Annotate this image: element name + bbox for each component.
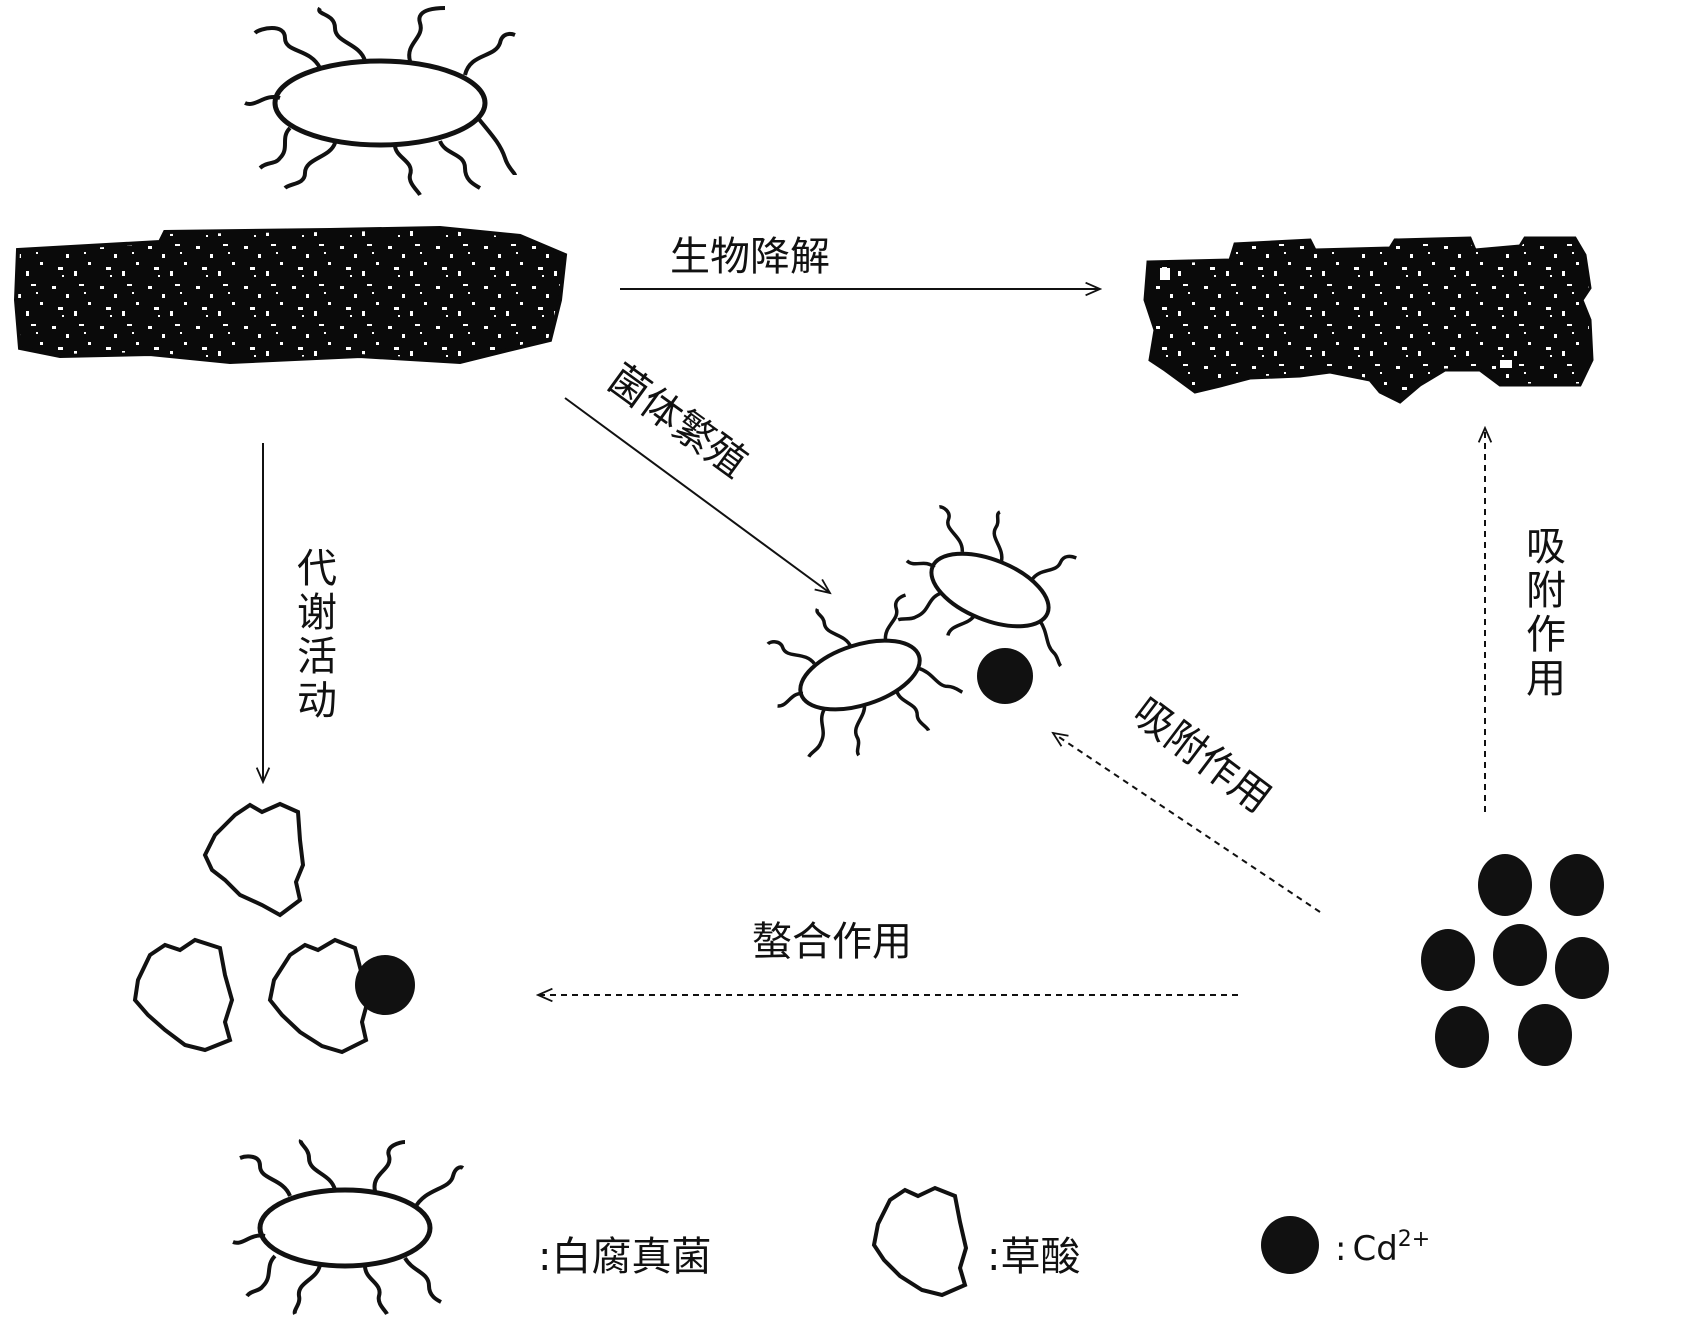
cd-ion <box>1518 1004 1572 1066</box>
legend: :白腐真菌 :草酸 :Cd2+ <box>232 1139 1430 1316</box>
legend-oxalic-symbol <box>871 1185 969 1298</box>
wood-block-intact <box>13 225 568 365</box>
cd-ion <box>1493 924 1547 986</box>
cd-ion <box>1550 854 1604 916</box>
legend-oxalic-label: :草酸 <box>987 1234 1080 1280</box>
cd-ion <box>1478 854 1532 916</box>
legend-cd-base: Cd <box>1352 1229 1397 1269</box>
label-proliferation: 菌体繁殖 <box>599 356 755 487</box>
cd-ion <box>1555 937 1609 999</box>
legend-cd-sup: 2+ <box>1398 1227 1430 1252</box>
oxalic-acid-shape <box>267 937 371 1055</box>
legend-fungus-label: :白腐真菌 <box>538 1234 711 1280</box>
wood-block-degraded <box>1143 236 1594 404</box>
label-adsorption-right: 吸附作用 <box>1519 525 1565 701</box>
wood-gap <box>1500 360 1512 368</box>
legend-fungus-symbol <box>232 1139 465 1316</box>
cd-ion-on-fungus <box>977 648 1033 704</box>
cd-ion <box>1421 929 1475 991</box>
cd-ion <box>1435 1006 1489 1068</box>
legend-cd-prefix: : <box>1335 1229 1346 1269</box>
label-adsorption-diag: 吸附作用 <box>1124 689 1279 822</box>
oxalic-acid-shape <box>202 801 306 918</box>
arrow-adsorption-diag <box>1053 733 1321 913</box>
legend-cd-label: :Cd2+ <box>1335 1227 1430 1269</box>
cd-ion-cluster <box>1421 854 1609 1068</box>
label-metabolism: 代谢活动 <box>290 547 337 723</box>
wood-gap <box>1160 268 1170 280</box>
oxalic-acid-cluster <box>132 801 371 1055</box>
fungus-middle-right <box>897 505 1077 668</box>
fungus-top <box>244 6 517 197</box>
fungus-middle-left <box>766 593 964 758</box>
legend-cd-symbol <box>1261 1216 1319 1274</box>
oxalic-acid-shape <box>132 937 235 1053</box>
cd-ion-chelated <box>355 955 415 1015</box>
arrow-proliferation <box>564 397 830 593</box>
label-chelation: 螯合作用 <box>752 919 912 965</box>
label-biodegradation: 生物降解 <box>670 234 830 280</box>
